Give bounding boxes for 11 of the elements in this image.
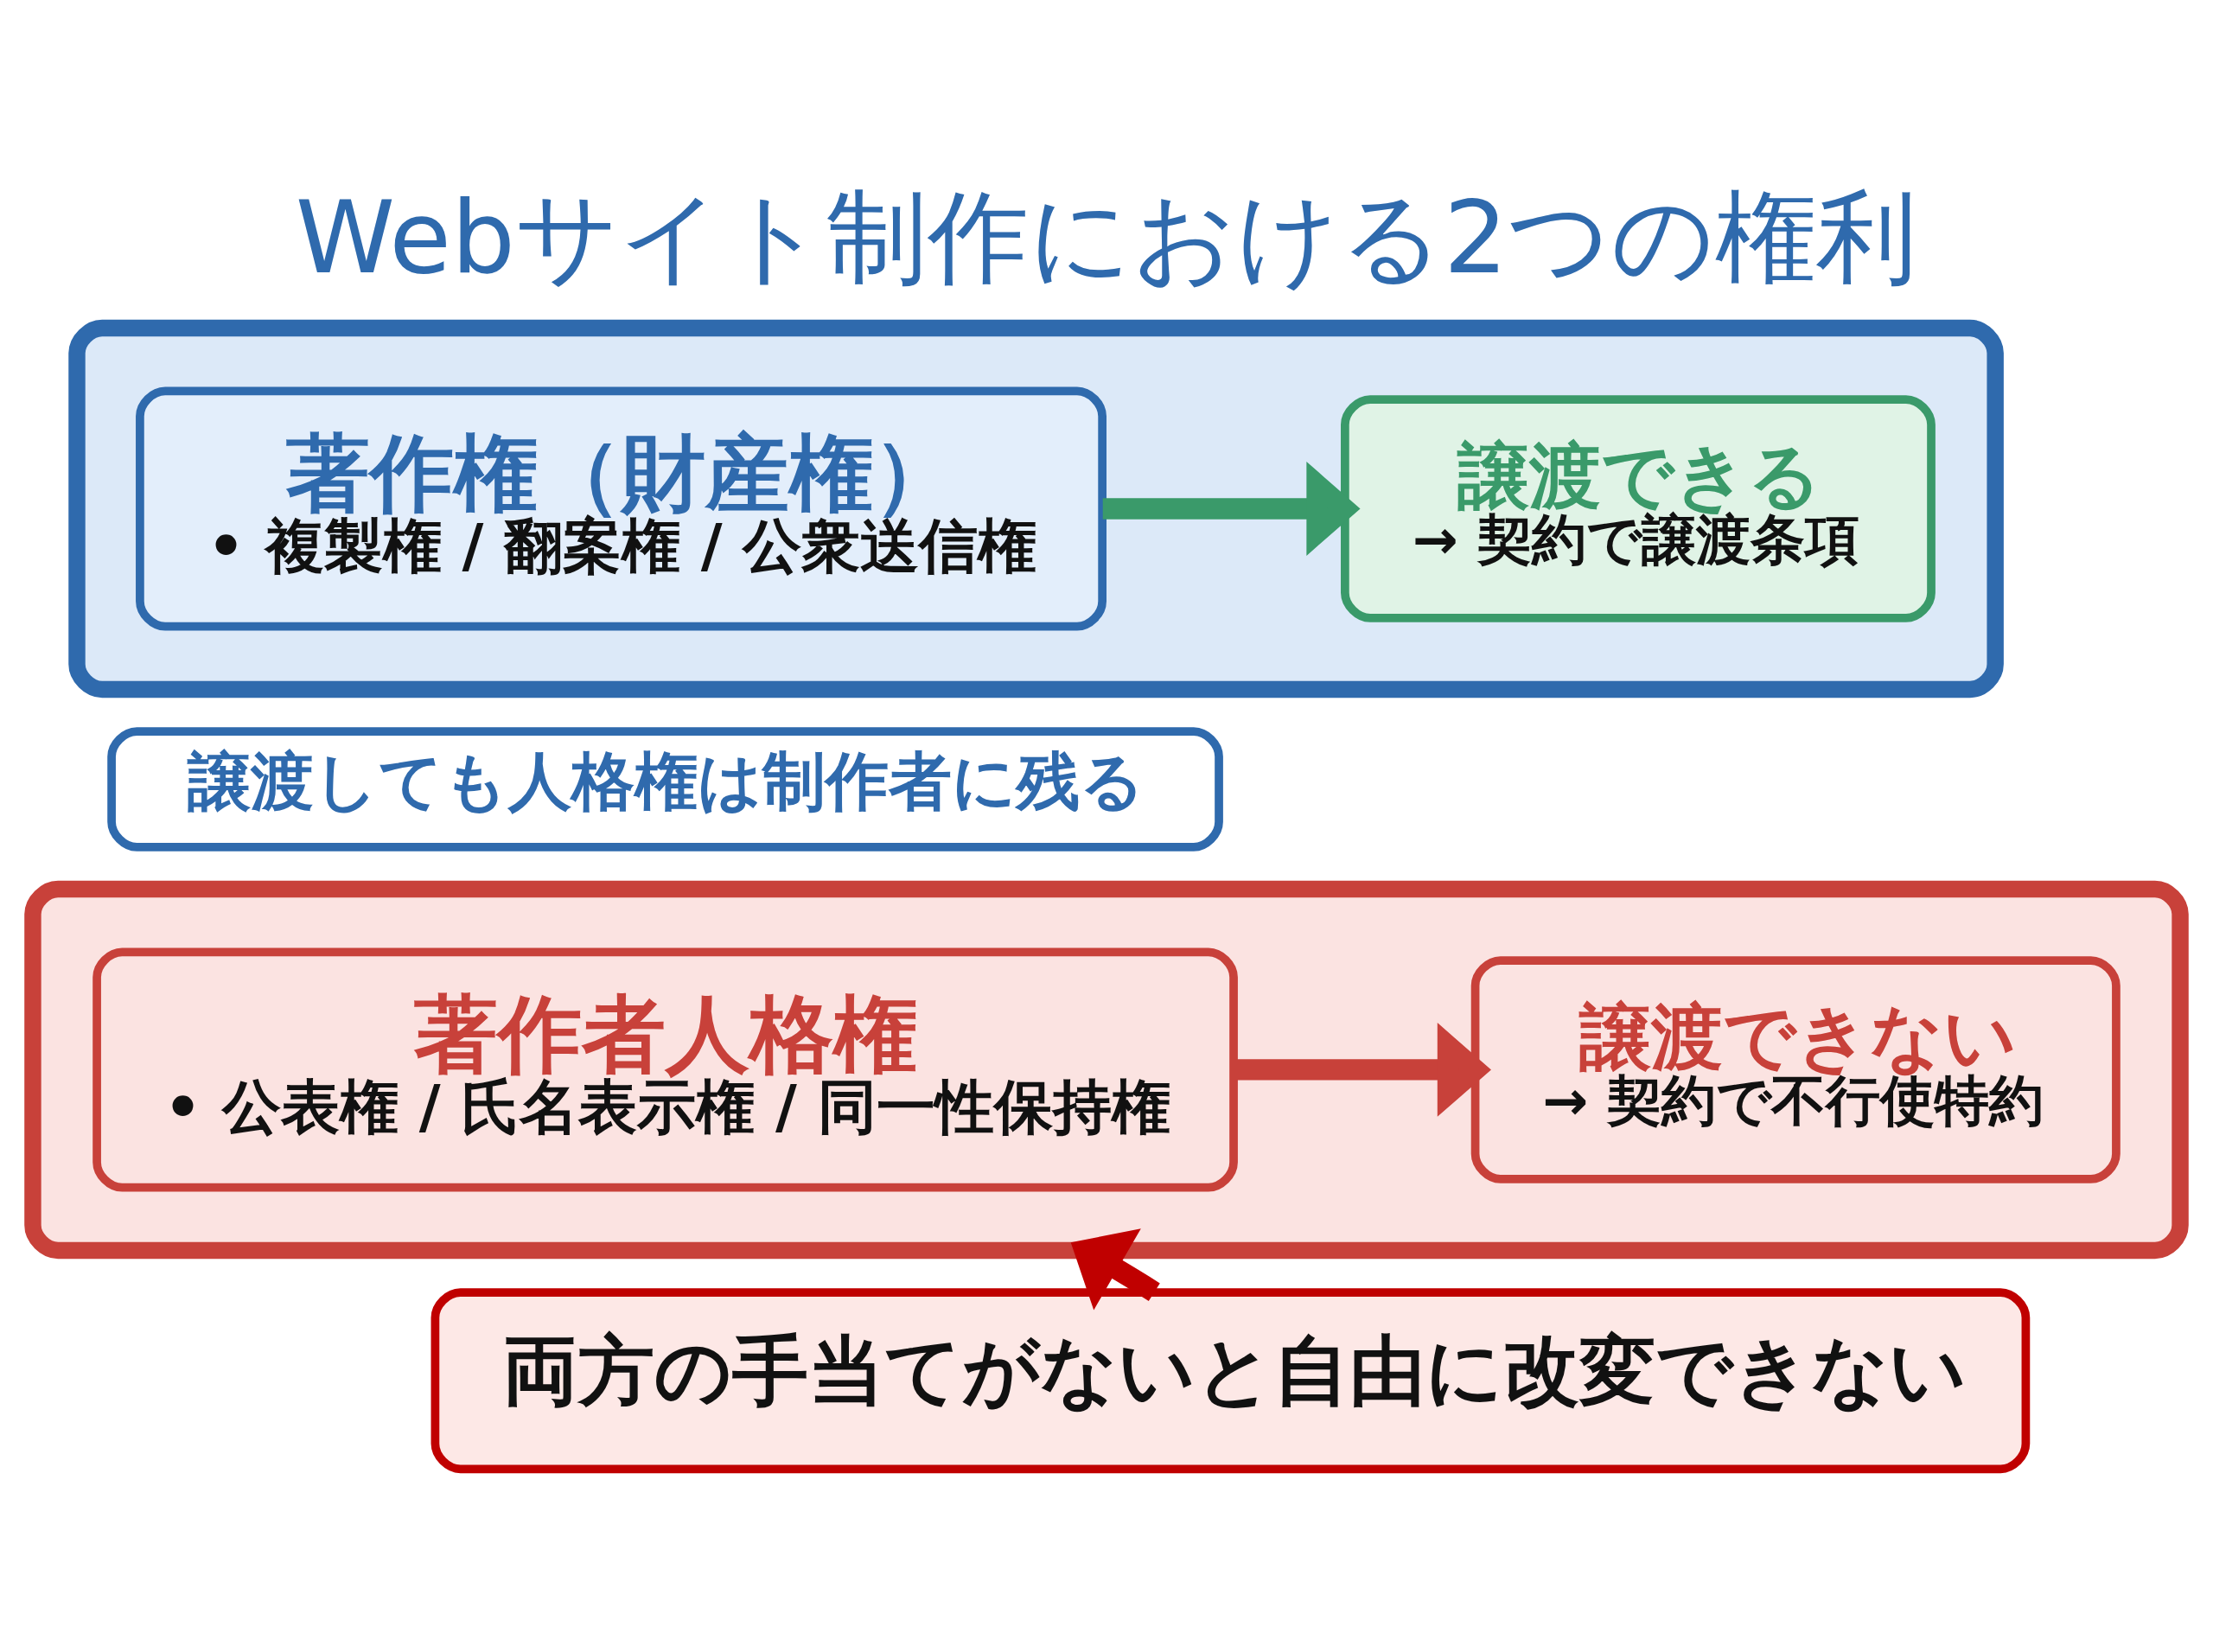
diagram-title: Webサイト制作における2つの権利 xyxy=(295,178,1918,297)
node-box: 譲渡できる → 契約で譲渡条項 xyxy=(1341,395,1936,622)
arrow xyxy=(1070,1228,1160,1311)
node-box: 両方の手当てがないと自由に改変できない xyxy=(430,1288,2031,1474)
cluster xyxy=(68,319,2004,698)
node-box: 譲渡できない → 契約で不行使特約 xyxy=(1470,956,2121,1183)
arrow xyxy=(1102,462,1361,556)
node-box: 著作権（財産権） • 複製権 / 翻案権 / 公衆送信権 xyxy=(136,386,1106,631)
cluster xyxy=(24,880,2189,1260)
node-box: 譲渡しても人格権は制作者に残る xyxy=(107,727,1223,852)
node-box: 著作者人格権 • 公表権 / 氏名表示権 / 同一性保持権 xyxy=(92,947,1238,1192)
